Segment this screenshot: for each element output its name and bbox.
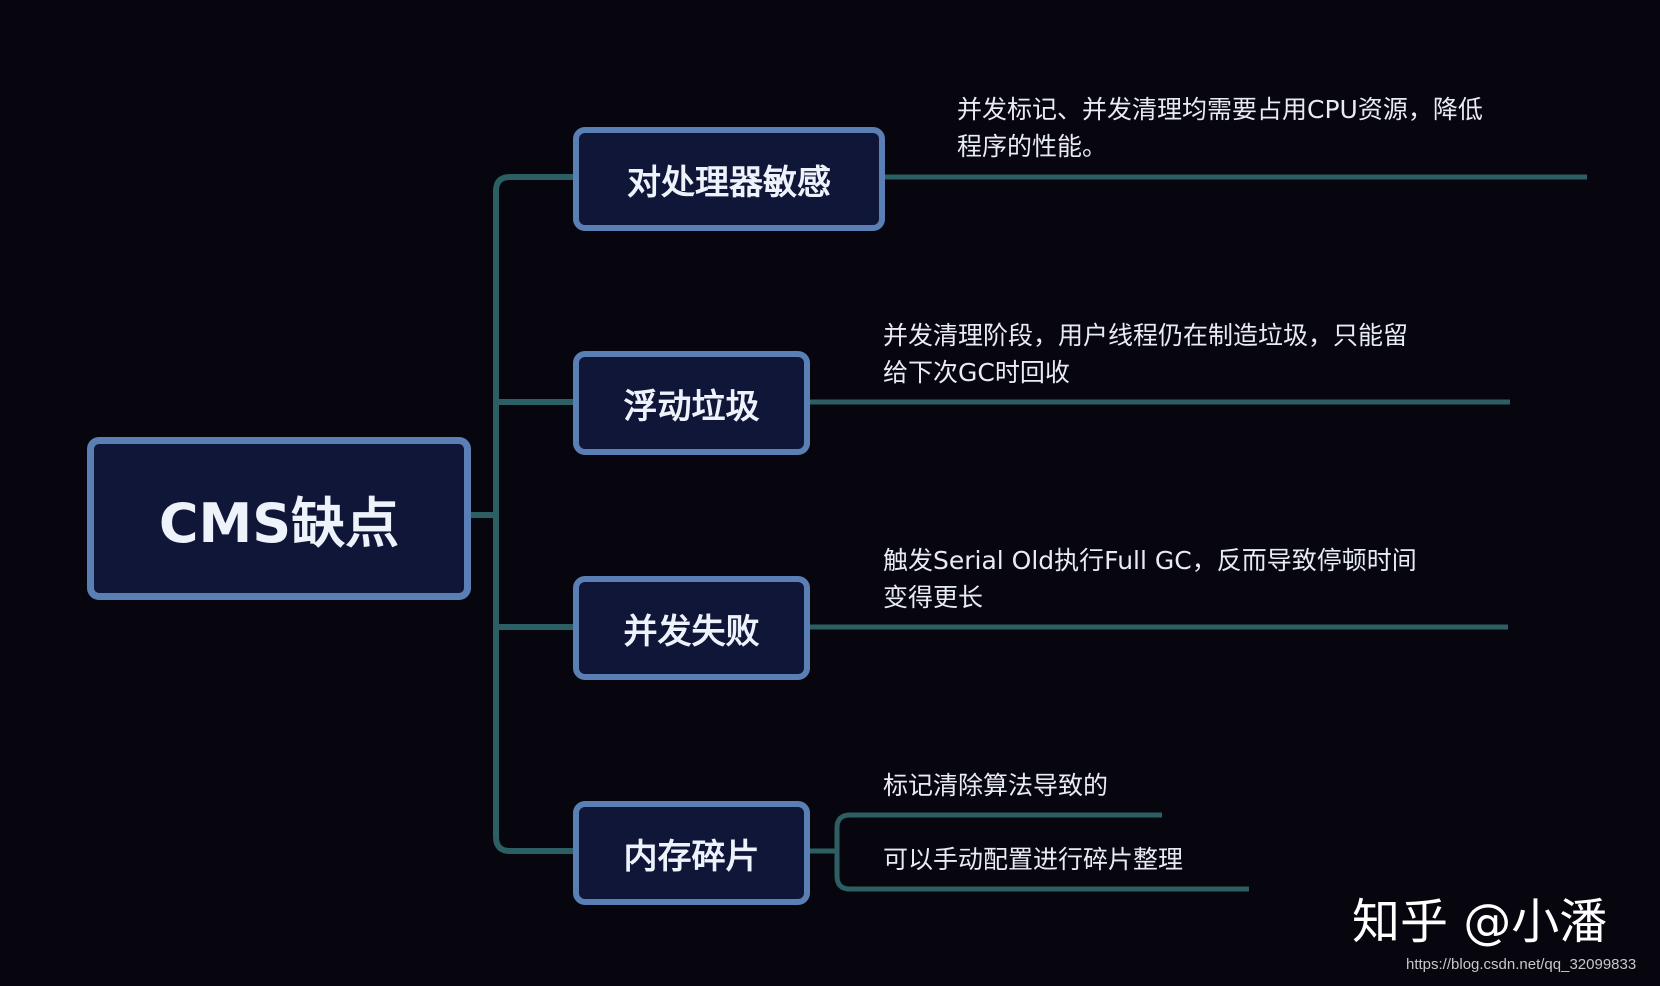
sub-item-manual-defrag[interactable]: 可以手动配置进行碎片整理 [883, 845, 1184, 874]
branch-node-concurrent-failure[interactable]: 并发失败 [573, 576, 810, 680]
note-concurrent-failure: 触发Serial Old执行Full GC，反而导致停顿时间 变得更长 [883, 542, 1417, 616]
note-line: 变得更长 [883, 583, 984, 612]
note-line: 并发清理阶段，用户线程仍在制造垃圾，只能留 [883, 321, 1409, 350]
note-floating-garbage: 并发清理阶段，用户线程仍在制造垃圾，只能留 给下次GC时回收 [883, 317, 1408, 391]
note-line: 给下次GC时回收 [883, 358, 1070, 387]
source-url: https://blog.csdn.net/qq_32099833 [1406, 956, 1637, 973]
note-line: 程序的性能。 [957, 132, 1108, 161]
watermark: 知乎 @小潘 [1352, 894, 1608, 950]
note-line: 并发标记、并发清理均需要占用CPU资源，降低 [957, 95, 1483, 124]
sub-item-mark-sweep[interactable]: 标记清除算法导致的 [883, 771, 1109, 800]
branch-node-memory-fragmentation[interactable]: 内存碎片 [573, 801, 810, 905]
root-node[interactable]: CMS缺点 [87, 437, 471, 600]
branch-node-floating-garbage[interactable]: 浮动垃圾 [573, 351, 810, 455]
branch-spine [493, 174, 573, 854]
note-line: 触发Serial Old执行Full GC，反而导致停顿时间 [883, 546, 1417, 575]
note-processor-sensitive: 并发标记、并发清理均需要占用CPU资源，降低 程序的性能。 [957, 91, 1483, 165]
sub-item-line-1 [834, 812, 1249, 892]
branch-node-processor-sensitive[interactable]: 对处理器敏感 [573, 127, 885, 231]
